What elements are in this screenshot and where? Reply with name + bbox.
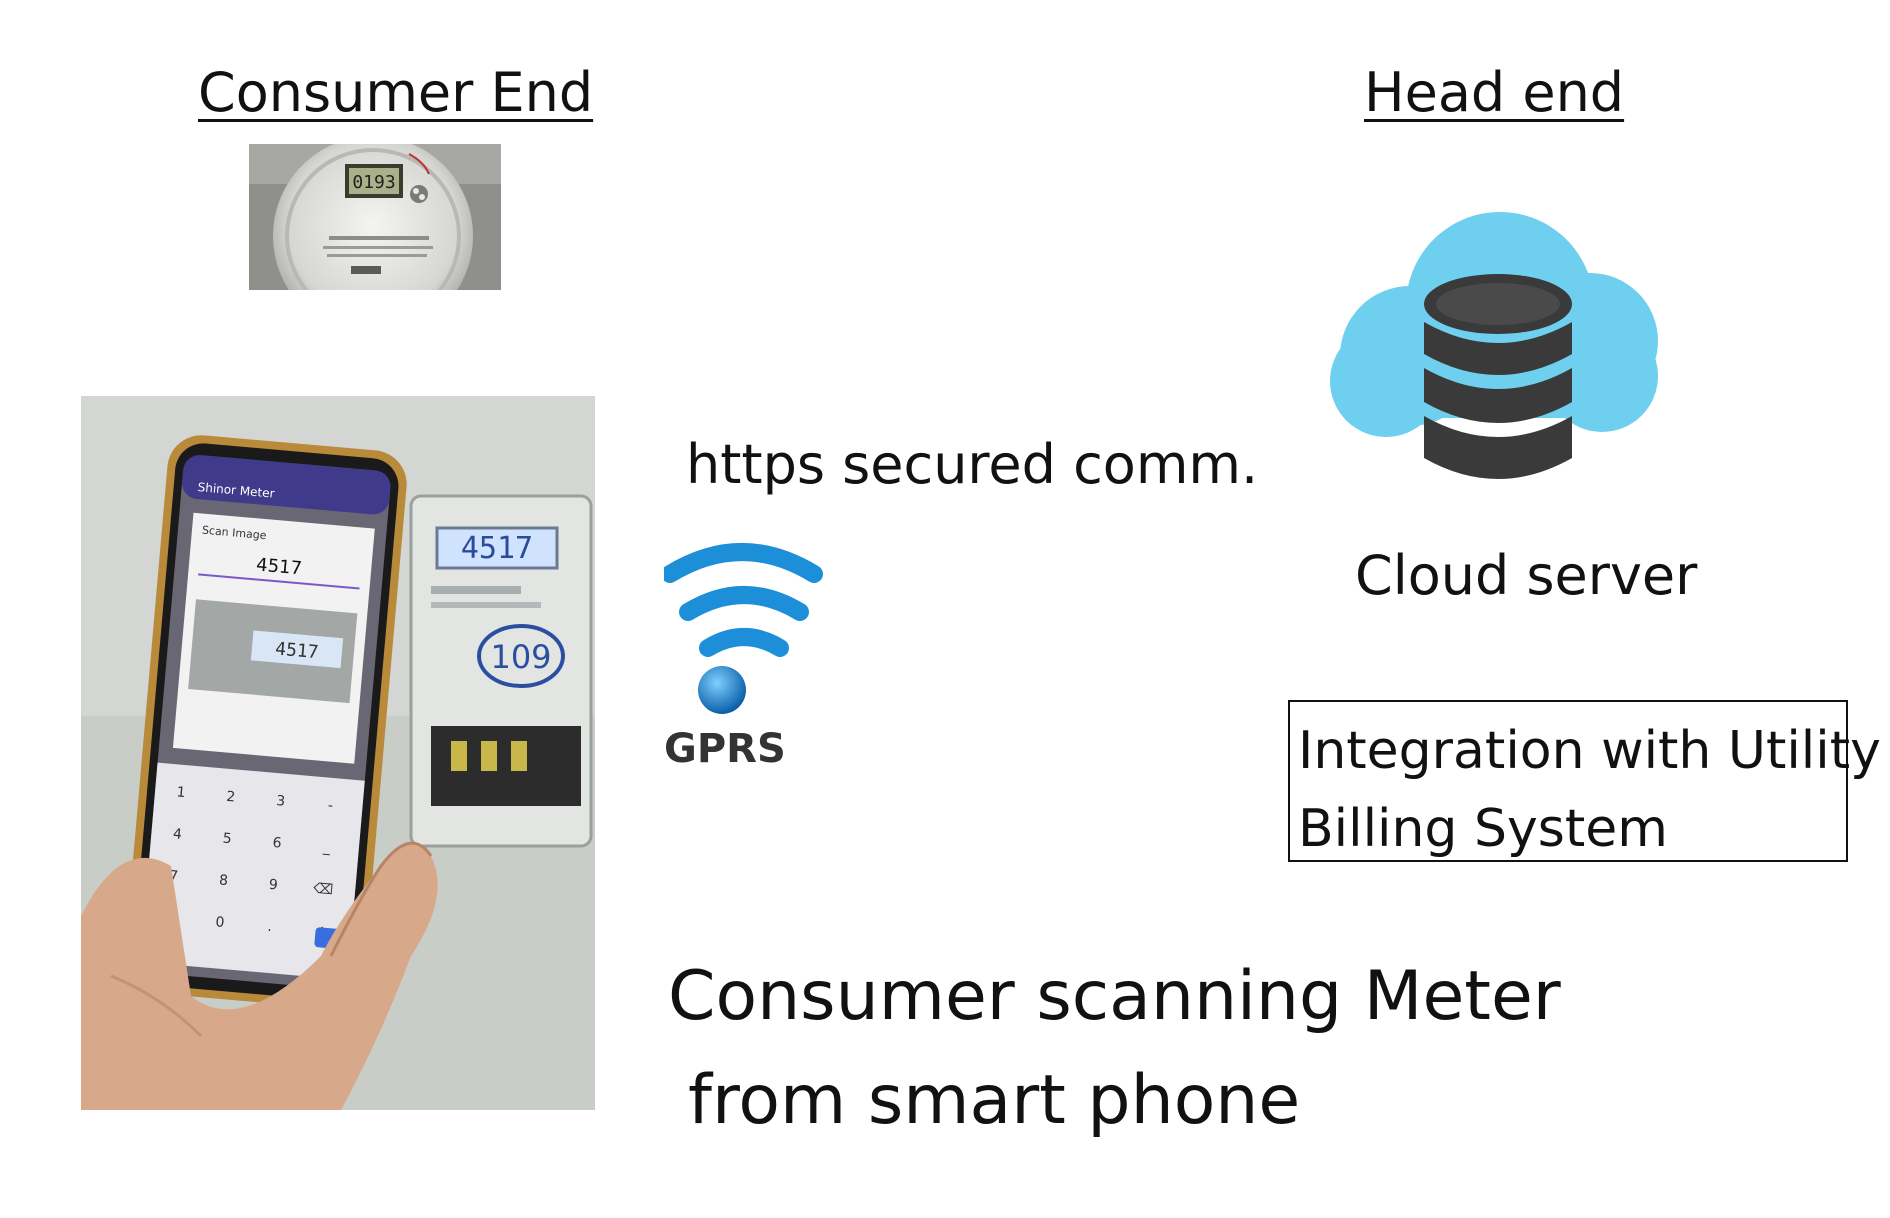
cloud-database-icon (1330, 196, 1662, 506)
phone-meter-display: 4517 (274, 638, 319, 663)
meter-lcd-reading: 0193 (352, 172, 395, 193)
phone-scanning-meter-photo: 4517 109 Shinor Meter Scan Image 4517 45… (81, 396, 595, 1110)
smart-meter-photo: 0193 (249, 144, 501, 290)
phone-keypad-key: 4 (172, 826, 182, 843)
consumer-end-heading: Consumer End (198, 61, 594, 124)
phone-keypad-key: 5 (222, 831, 232, 848)
phone-keypad-key: ⌫ (313, 881, 334, 899)
phone-keypad-key: 1 (176, 784, 186, 801)
caption-line-1: Consumer scanning Meter (668, 957, 1561, 1036)
phone-app-title: Shinor Meter (197, 480, 275, 501)
phone-keypad-key: _ (322, 839, 332, 856)
phone-keypad-key: 2 (226, 789, 236, 806)
phone-keypad-key: . (267, 919, 273, 935)
head-end-heading: Head end (1364, 61, 1625, 124)
meter-circled-note: 109 (490, 638, 551, 676)
gprs-wifi-icon: GPRS (661, 540, 824, 772)
phone-dialog-title: Scan Image (201, 524, 267, 543)
phone-keypad-key: 3 (276, 793, 286, 810)
integration-billing-box: Integration with Utility Billing System (1288, 700, 1881, 862)
https-secured-comm-label: https secured comm. (686, 433, 1259, 496)
physical-meter-display: 4517 (461, 531, 533, 566)
phone-keypad-key: 8 (218, 872, 228, 889)
phone-keypad-key: 7 (169, 868, 179, 885)
phone-keypad-key: 0 (215, 914, 225, 931)
phone-reading: 4517 (255, 554, 302, 579)
gprs-label: GPRS (664, 726, 786, 770)
caption-line-2: from smart phone (688, 1061, 1301, 1140)
cloud-server-label: Cloud server (1355, 544, 1698, 607)
integration-line-2: Billing System (1298, 799, 1668, 859)
phone-keypad-key: 9 (268, 877, 278, 894)
phone-keypad-key: 6 (272, 835, 282, 852)
phone-keypad-key: - (327, 798, 333, 814)
integration-line-1: Integration with Utility (1298, 721, 1881, 781)
